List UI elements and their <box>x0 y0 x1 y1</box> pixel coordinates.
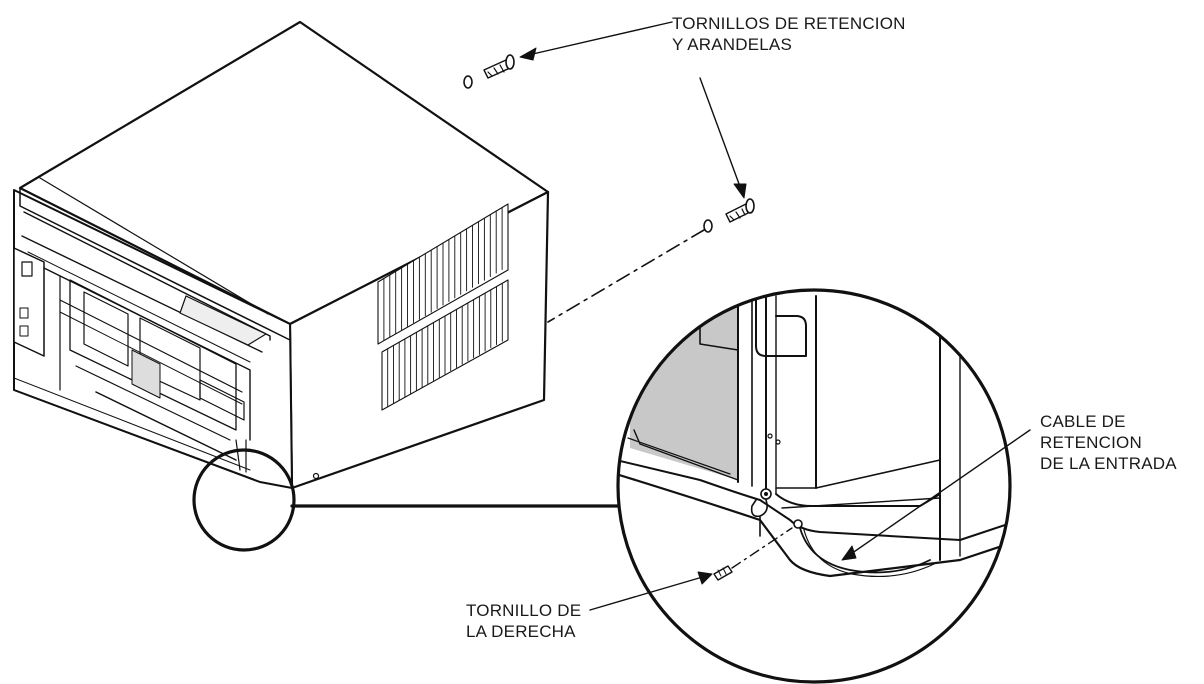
cable-label-line2: RETENCION <box>1040 433 1142 452</box>
right-screw-label: TORNILLO DE LA DERECHA <box>466 600 581 642</box>
cable-label-leader <box>841 429 1031 561</box>
cable-label-line3: DE LA ENTRADA <box>1040 454 1177 473</box>
retention-screw-top <box>463 54 515 89</box>
detail-circle-outline <box>616 288 1012 684</box>
entry-retention-cable-label: CABLE DE RETENCION DE LA ENTRADA <box>1040 411 1177 474</box>
right-screw-label-line2: LA DERECHA <box>466 622 576 641</box>
detail-view <box>618 290 1010 682</box>
retention-screws-label: TORNILLOS DE RETENCION Y ARANDELAS <box>672 13 906 55</box>
retention-screws-leaders <box>519 21 747 199</box>
retention-screws-label-line2: Y ARANDELAS <box>672 35 792 54</box>
retention-screw-right <box>703 198 755 233</box>
right-screw-leader <box>589 571 713 611</box>
detail-callout-circle <box>192 448 296 552</box>
screw-alignment-line <box>547 229 705 323</box>
air-conditioner-unit <box>13 20 550 490</box>
retention-screws-label-line1: TORNILLOS DE RETENCION <box>672 14 906 33</box>
right-screw-label-line1: TORNILLO DE <box>466 601 582 620</box>
cable-label-line1: CABLE DE <box>1040 412 1126 431</box>
